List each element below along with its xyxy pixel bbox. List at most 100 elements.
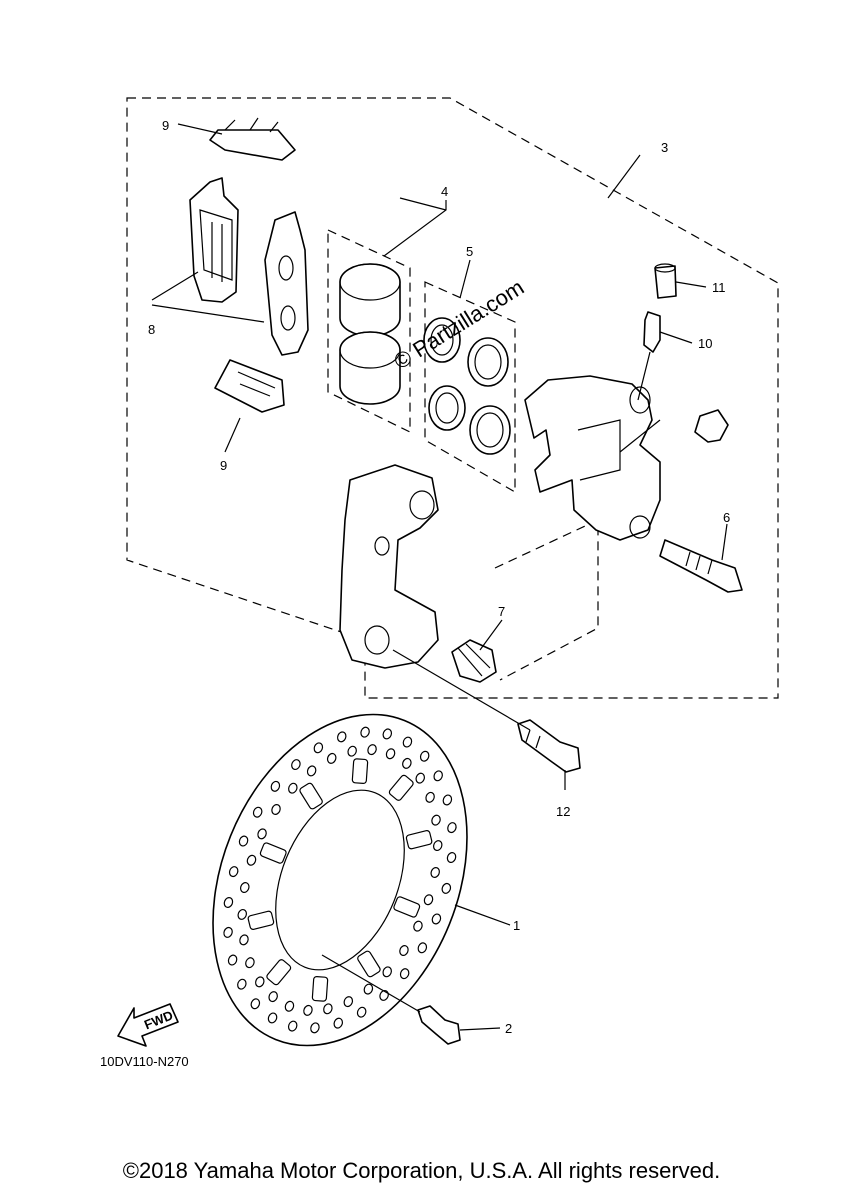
disc-slot xyxy=(259,842,287,864)
disc-slot xyxy=(351,758,369,784)
seal-4 xyxy=(469,405,511,455)
disc-hole xyxy=(240,882,250,893)
disc-slot xyxy=(357,950,381,978)
diagram-code: 10DV110-N270 xyxy=(100,1054,189,1069)
disc-hole xyxy=(306,765,317,777)
bolt-guide xyxy=(494,519,599,681)
label-part-7: 7 xyxy=(498,604,505,619)
disc-slot xyxy=(299,782,323,810)
disc-hole xyxy=(441,882,452,894)
disc-hole xyxy=(432,840,443,852)
disc-hole xyxy=(246,854,257,866)
disc-hole xyxy=(228,866,239,878)
label-part-4: 4 xyxy=(441,184,448,199)
disc-hole xyxy=(423,894,434,906)
disc-hole xyxy=(382,728,393,740)
disc-hole xyxy=(399,945,409,956)
disc-hole xyxy=(310,1022,320,1034)
disc-hole xyxy=(268,991,278,1003)
piston-box xyxy=(327,229,411,433)
disc-hole xyxy=(385,748,396,760)
disc-hole xyxy=(336,731,347,743)
caliper-body xyxy=(524,375,661,541)
bolt-2-axis xyxy=(321,954,421,1013)
bleed-screw xyxy=(637,311,661,401)
piston-1 xyxy=(339,263,401,337)
label-part-9-top: 9 xyxy=(162,118,169,133)
disc-hole xyxy=(413,920,423,932)
disc-slot xyxy=(405,830,433,850)
disc-hole xyxy=(402,757,412,769)
disc-hole xyxy=(257,828,267,840)
brake-pad-left xyxy=(189,177,239,303)
disc-hole xyxy=(360,726,370,738)
label-part-2: 2 xyxy=(505,1021,512,1036)
disc-hole xyxy=(446,852,457,863)
disc-hole xyxy=(255,976,265,988)
disc-hole xyxy=(425,791,435,803)
disc-slot xyxy=(311,976,329,1002)
disc-hole xyxy=(239,934,249,946)
disc-hole xyxy=(419,750,430,762)
disc-hole xyxy=(227,954,238,966)
seal-1 xyxy=(423,317,461,363)
seal-3 xyxy=(428,385,466,431)
disc-hole xyxy=(379,989,389,1001)
disc-hole xyxy=(237,908,248,920)
disc-hole xyxy=(287,1020,298,1032)
brake-disc xyxy=(212,713,468,1047)
copyright-notice: ©2018 Yamaha Motor Corporation, U.S.A. A… xyxy=(122,1158,721,1183)
disc-hole xyxy=(271,804,281,815)
disc-hole xyxy=(431,913,442,925)
label-part-10: 10 xyxy=(698,336,712,351)
disc-hole xyxy=(223,897,234,908)
disc-hole xyxy=(267,1012,278,1024)
disc-hole xyxy=(326,752,337,764)
disc-slot xyxy=(247,910,275,930)
label-part-9-bottom: 9 xyxy=(220,458,227,473)
disc-hole xyxy=(270,780,281,792)
bracket-bolt-12 xyxy=(517,719,581,773)
seal-box xyxy=(424,281,516,494)
disc-hole xyxy=(347,745,357,757)
disc-bolt-2 xyxy=(417,1005,461,1045)
disc-hole xyxy=(430,867,440,878)
disc-hole xyxy=(252,806,263,818)
disc-hole xyxy=(250,998,261,1010)
disc-hole xyxy=(245,957,255,969)
disc-hole xyxy=(417,942,428,954)
slide-pin-boot xyxy=(451,639,497,683)
pad-spring-bottom xyxy=(214,359,285,413)
disc-hole xyxy=(431,814,441,826)
caliper-pin-bolt xyxy=(694,409,729,443)
leader-lines xyxy=(151,123,728,1031)
label-part-11: 11 xyxy=(712,280,726,295)
seal-2 xyxy=(467,337,509,387)
support-bolt-6 xyxy=(659,539,743,593)
brake-pad-right xyxy=(264,211,309,356)
disc-slot xyxy=(393,896,421,918)
disc-hole xyxy=(323,1003,333,1015)
disc-hole xyxy=(363,983,374,995)
bleed-screw-cap xyxy=(654,263,677,299)
disc-hole xyxy=(303,1004,313,1016)
disc-hole xyxy=(415,772,425,784)
label-part-6: 6 xyxy=(723,510,730,525)
caliper-bracket xyxy=(339,464,439,669)
piston-2 xyxy=(339,331,401,405)
disc-hole xyxy=(333,1017,344,1029)
pad-spring-top xyxy=(209,117,296,161)
disc-hole xyxy=(238,835,249,847)
disc-hole xyxy=(447,822,457,834)
disc-hole xyxy=(223,926,233,938)
disc-slot xyxy=(266,959,292,986)
disc-hole xyxy=(291,759,301,771)
label-part-1: 1 xyxy=(513,918,520,933)
disc-hole xyxy=(313,742,324,754)
disc-slot xyxy=(388,774,414,801)
caliper-assembly-boundary xyxy=(126,97,779,699)
disc-hole xyxy=(433,770,443,782)
label-part-3: 3 xyxy=(661,140,668,155)
bolt-12-axis xyxy=(392,649,531,731)
